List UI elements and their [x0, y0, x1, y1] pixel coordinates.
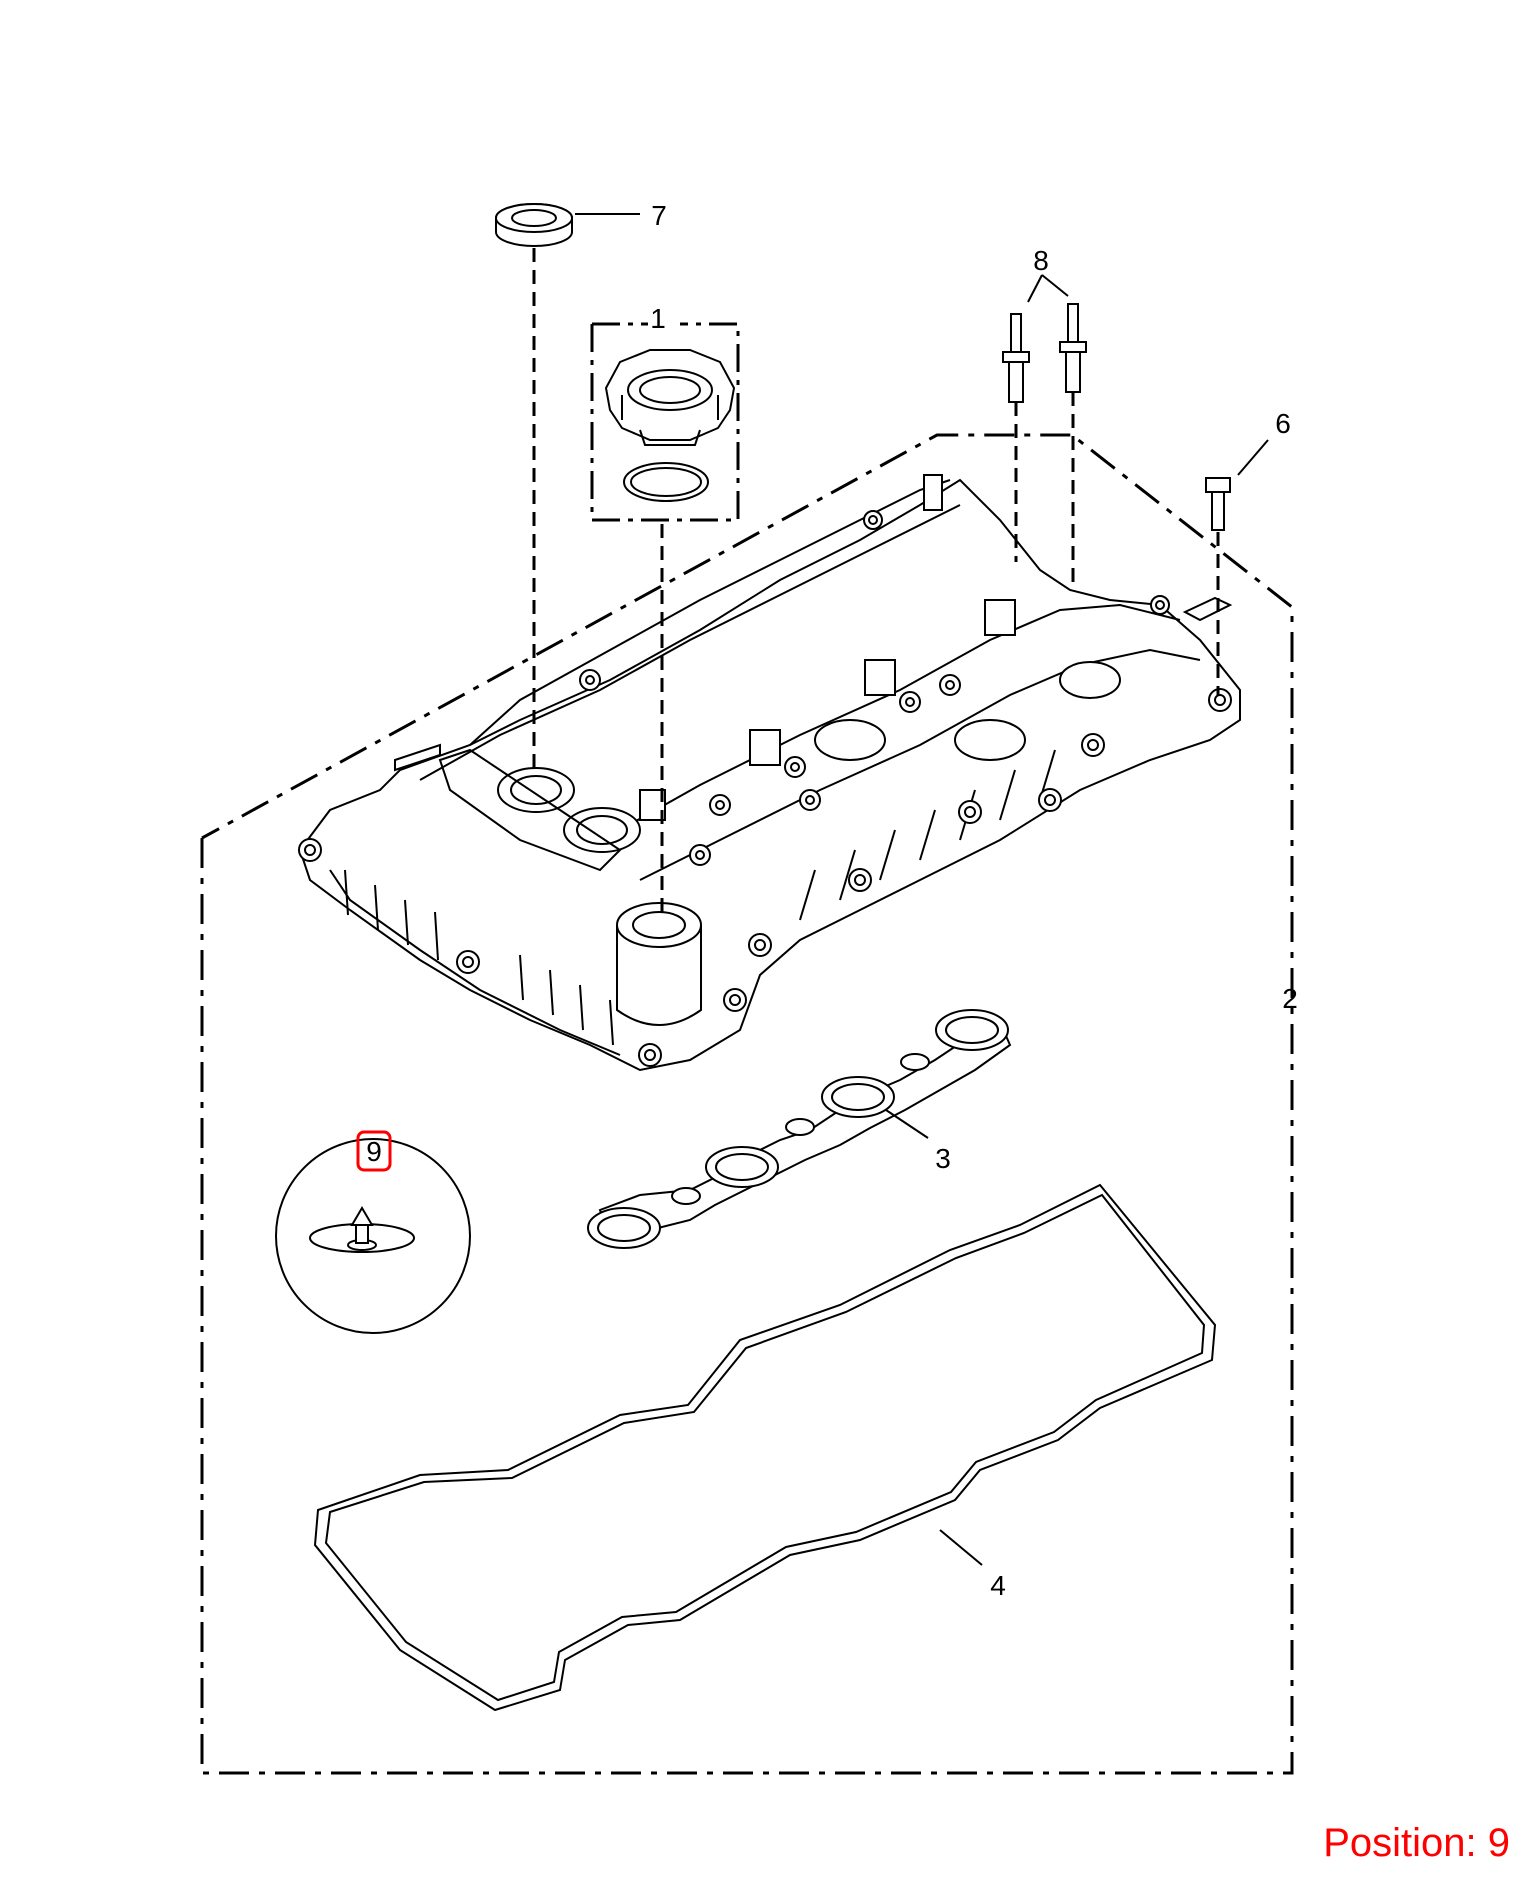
plug-tube-seals-part-3 — [587, 1009, 1012, 1249]
detail-circle-part-9 — [275, 1138, 471, 1334]
callout-9: 9 — [366, 1136, 382, 1167]
grommet-part-7 — [495, 203, 573, 247]
position-label: Position: 9 — [1323, 1821, 1510, 1865]
filler-cap-group-box — [590, 322, 740, 522]
highlight-box — [356, 1130, 392, 1172]
studs-part-8 — [1002, 303, 1087, 403]
callout-leaders — [575, 213, 1269, 1566]
callout-3: 3 — [935, 1143, 951, 1174]
alignment-lines — [532, 248, 1220, 920]
oil-filler-cap-part-1 — [604, 349, 736, 446]
callout-2: 2 — [1282, 983, 1298, 1014]
bolt-part-6 — [1205, 477, 1231, 531]
assembly-boundary — [200, 433, 1294, 1775]
callout-8: 8 — [1033, 245, 1049, 276]
gasket-part-4 — [313, 1183, 1217, 1712]
o-ring — [623, 462, 709, 502]
callout-1: 1 — [650, 303, 666, 334]
valve-cover — [298, 474, 1241, 1072]
callout-7: 7 — [651, 200, 667, 231]
callout-6: 6 — [1275, 408, 1291, 439]
cover-bolt-bosses — [298, 510, 1232, 1067]
callout-4: 4 — [990, 1570, 1006, 1601]
